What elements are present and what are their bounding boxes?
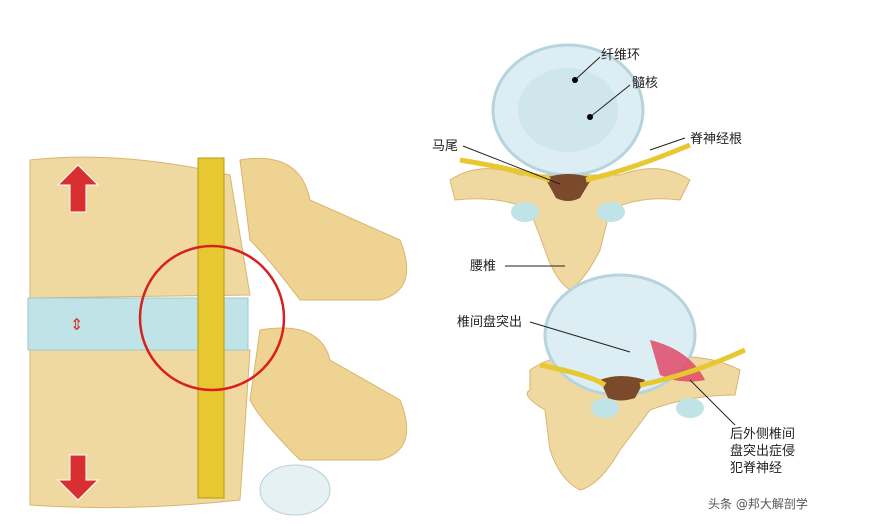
axial-normal-view [449, 43, 691, 291]
label-nucleus-pulposus: 髓核 [632, 76, 659, 91]
cauda-equina [545, 174, 592, 201]
axial-herniation-view [526, 273, 747, 491]
label-cauda-equina: 马尾 [432, 139, 459, 154]
label-lumbar-vertebra: 腰椎 [470, 259, 497, 274]
label-spinal-nerve-root: 脊神经根 [690, 132, 743, 147]
arrow-down-icon [56, 454, 100, 501]
label-line-2: 盘突出症侵 [730, 444, 796, 459]
label-annulus-fibrosus: 纤维环 [601, 48, 641, 63]
label-line-1: 后外侧椎间 [730, 427, 796, 442]
highlight-circle [138, 244, 286, 392]
spinal-cord [197, 157, 225, 499]
lateral-spine-view: ⇕ [27, 150, 418, 516]
watermark: 头条 @邦大解剖学 [708, 497, 808, 511]
label-posterolateral-herniation: 后外侧椎间 盘突出症侵 犯脊神经 [730, 426, 795, 477]
compress-icon: ⇕ [70, 315, 83, 334]
label-line-3: 犯脊神经 [730, 461, 783, 476]
label-disc-herniation: 椎间盘突出 [457, 315, 523, 330]
arrow-up-icon [56, 164, 100, 213]
